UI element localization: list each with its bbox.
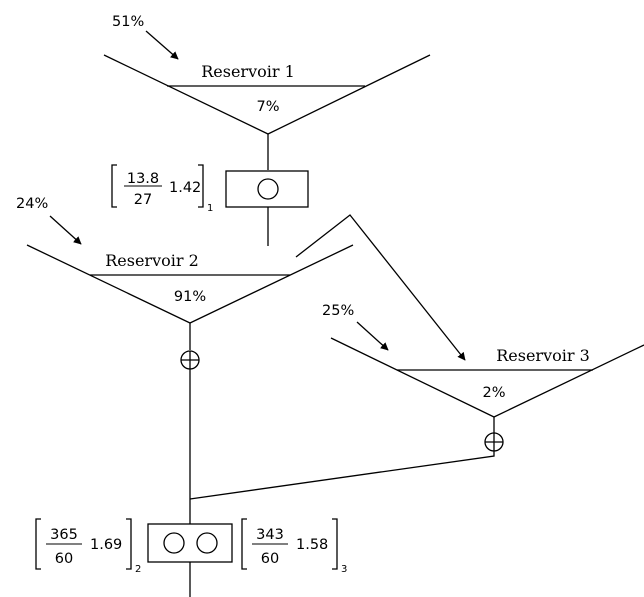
turbine-3-index: 3 — [341, 564, 347, 575]
turbine-1-factor: 1.42 — [169, 180, 201, 196]
reservoir-3-inflow: 25% — [322, 303, 389, 351]
reservoir-3-junction — [484, 432, 504, 452]
turbine-1-parameters: 13.8 27 1.42 1 — [111, 164, 213, 214]
turbine-1-numerator: 13.8 — [127, 171, 159, 187]
reservoir-1-inflow-label: 51% — [112, 14, 144, 30]
reservoir-2-level: 91% — [174, 289, 206, 305]
reservoir-2-name: Reservoir 2 — [105, 251, 199, 270]
reservoir-3: Reservoir 3 2% — [330, 337, 644, 418]
reservoir-3-inflow-arrow — [356, 321, 389, 351]
turbine-3-right-bracket — [332, 518, 338, 570]
reservoir-2-inflow-arrow — [49, 215, 82, 245]
turbine-1-rotor — [257, 178, 279, 200]
turbine-station-housing — [147, 523, 233, 563]
turbine-2-left-bracket — [35, 518, 41, 570]
turbine-1-right-bracket — [198, 164, 204, 208]
turbine-3-denominator: 60 — [261, 551, 279, 567]
turbine-2-numerator: 365 — [50, 527, 78, 543]
turbine-2-parameters: 365 60 1.69 2 — [35, 518, 141, 575]
turbine-3-rotor — [196, 532, 218, 554]
reservoir-1-name: Reservoir 1 — [201, 62, 295, 81]
reservoir-1: Reservoir 1 7% — [103, 54, 431, 135]
turbine-1-denominator: 27 — [134, 192, 152, 208]
turbine-2-right-bracket — [126, 518, 132, 570]
turbine-2-denominator: 60 — [55, 551, 73, 567]
reservoir-1-level: 7% — [256, 99, 279, 115]
turbine-3-parameters: 343 60 1.58 3 — [241, 518, 347, 575]
turbine-2-index: 2 — [135, 564, 141, 575]
turbine-2-factor: 1.69 — [90, 537, 122, 553]
turbine-station-2-3 — [147, 523, 233, 563]
reservoir-1-inflow-arrow — [145, 30, 179, 60]
reservoir-2: Reservoir 2 91% — [26, 244, 354, 324]
reservoir-3-name: Reservoir 3 — [496, 346, 590, 365]
turbine-2-rotor — [163, 532, 185, 554]
reservoir-3-inflow-label: 25% — [322, 303, 354, 319]
turbine-3-factor: 1.58 — [296, 537, 328, 553]
reservoir-3-level: 2% — [482, 385, 505, 401]
turbine-1-index: 1 — [207, 203, 213, 214]
reservoir-1-inflow: 51% — [112, 14, 179, 60]
spill-arrow-reservoir-2-to-3 — [295, 214, 466, 361]
turbine-3-left-bracket — [241, 518, 247, 570]
reservoir-2-junction — [180, 350, 200, 370]
reservoir-3-basin — [330, 337, 644, 418]
reservoir-2-inflow: 24% — [16, 196, 82, 245]
reservoir-3-downstream-pipe — [189, 451, 495, 500]
turbine-1-housing — [225, 170, 309, 208]
turbine-1 — [225, 170, 309, 208]
turbine-3-numerator: 343 — [256, 527, 284, 543]
turbine-1-left-bracket — [111, 164, 117, 208]
reservoir-2-inflow-label: 24% — [16, 196, 48, 212]
